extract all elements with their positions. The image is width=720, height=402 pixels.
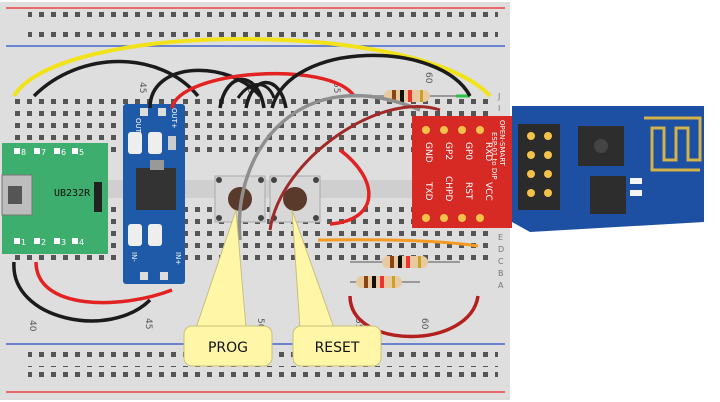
in-plus-label: IN+: [174, 252, 182, 265]
pin-label: RXD: [483, 142, 493, 161]
pin-label: 3: [61, 238, 66, 247]
top-power-rail: [6, 7, 505, 47]
reset-callout: RESET: [291, 209, 382, 367]
esp01-module: [512, 106, 704, 232]
pin-label: RST: [463, 182, 473, 200]
antenna-icon: [644, 116, 702, 172]
flash-chip-icon: [590, 176, 626, 214]
regulator-chip-icon: [136, 168, 176, 210]
reset-label: RESET: [315, 340, 360, 356]
pin-label: 4: [79, 238, 84, 247]
pin-label: 2: [41, 238, 46, 247]
prog-label: PROG: [208, 340, 248, 356]
row-letter: E: [498, 233, 503, 242]
row-letter: B: [498, 269, 504, 278]
red-wire-bottom: [34, 261, 173, 305]
column-number: 60: [423, 72, 433, 84]
out-plus-label: OUT+: [170, 108, 178, 129]
dark-red-wire: [268, 105, 441, 231]
in-minus-label: IN-: [130, 252, 138, 262]
row-letter: I: [498, 104, 500, 113]
pin-label: CHPD: [443, 176, 453, 201]
red-wire-lower-loop: [348, 295, 480, 339]
orange-wire: [317, 238, 479, 248]
header-pins-icon: [518, 124, 560, 210]
row-letter: J: [497, 92, 500, 101]
voltage-regulator-module: OUT+ OUT- IN- IN+: [123, 104, 185, 284]
pin-label: 6: [61, 148, 66, 157]
black-wire-bottom: [12, 261, 152, 323]
pin-label: 1: [21, 238, 26, 247]
column-number: 50: [255, 318, 265, 330]
adapter-subtitle: ESP-01 to DIP: [490, 132, 498, 180]
column-number: 60: [419, 318, 429, 330]
out-minus-label: OUT-: [134, 118, 142, 135]
column-number: 55: [331, 82, 341, 93]
esp01-adapter: OPEN-SMART ESP-01 to DIP GND GP2 GP0 RXD…: [412, 116, 512, 228]
gray-wire-prog: [237, 93, 421, 241]
column-number: 45: [143, 318, 153, 329]
pin-label: 8: [21, 148, 26, 157]
black-wire-left: [32, 59, 200, 98]
column-number: 55: [353, 318, 363, 329]
black-wire-long: [270, 53, 472, 109]
red-wire-top: [170, 71, 356, 109]
pin-label: GP0: [463, 142, 473, 160]
resistor-middle: [350, 256, 460, 268]
yellow-wire: [12, 37, 492, 98]
resistor-top: [372, 90, 456, 102]
pin-label: 7: [41, 148, 46, 157]
row-letter: A: [498, 281, 504, 290]
row-letter: C: [498, 257, 504, 266]
row-letter: D: [498, 245, 504, 254]
adapter-title: OPEN-SMART: [498, 120, 506, 167]
reset-button: [269, 175, 321, 223]
usb-serial-module: UB232R 8 7 6 5 1 2 3 4: [1, 143, 108, 254]
resistor-bottom: [350, 276, 420, 288]
prog-callout: PROG: [183, 209, 273, 367]
pin-label: GND: [423, 142, 433, 163]
red-wire-loop: [329, 148, 371, 226]
usb-module-name: UB232R: [54, 188, 91, 199]
pin-label: VCC: [483, 182, 493, 201]
pin-label: 5: [79, 148, 84, 157]
pin-label: TXD: [423, 181, 433, 201]
column-number: 40: [27, 320, 37, 332]
pin-label: GP2: [443, 142, 453, 160]
column-number: 45: [137, 82, 147, 93]
black-wire: [148, 68, 262, 109]
